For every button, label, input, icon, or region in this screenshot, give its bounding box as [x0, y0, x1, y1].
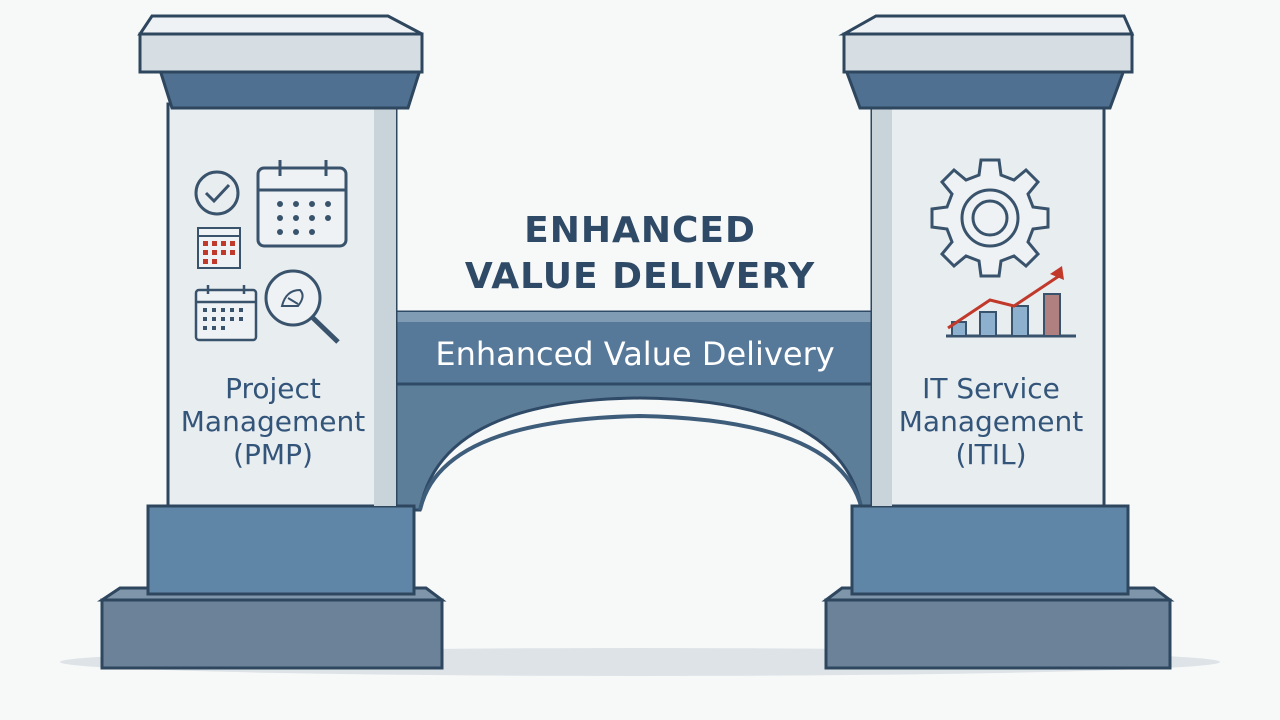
left-label-line-2: Management	[180, 405, 366, 438]
calendar-grid-icon	[194, 285, 258, 342]
left-pillar-label: Project Management (PMP)	[160, 372, 386, 471]
bridge	[392, 310, 878, 512]
calendar-icon	[256, 160, 348, 248]
right-label-line-2: Management	[898, 405, 1084, 438]
small-calendar-icon	[197, 227, 241, 269]
bridge-banner	[392, 310, 878, 386]
title-line-1: ENHANCED	[524, 210, 756, 251]
right-pillar	[821, 14, 1175, 670]
right-label-line-3: (ITIL)	[955, 438, 1027, 471]
gear-icon	[930, 158, 1050, 278]
checkmark-circle-icon	[194, 170, 240, 216]
magnifier-icon	[264, 269, 340, 344]
left-label-line-1: Project	[225, 372, 321, 405]
right-label-line-1: IT Service	[922, 372, 1060, 405]
left-pillar	[97, 14, 447, 670]
title-line-2: VALUE DELIVERY	[464, 256, 816, 297]
diagram-title: ENHANCED VALUE DELIVERY	[440, 208, 840, 300]
bar-chart-trend-icon	[946, 266, 1076, 338]
bridge-banner-label: Enhanced Value Delivery	[435, 335, 835, 373]
left-label-line-3: (PMP)	[233, 438, 313, 471]
right-pillar-label: IT Service Management (ITIL)	[876, 372, 1106, 471]
